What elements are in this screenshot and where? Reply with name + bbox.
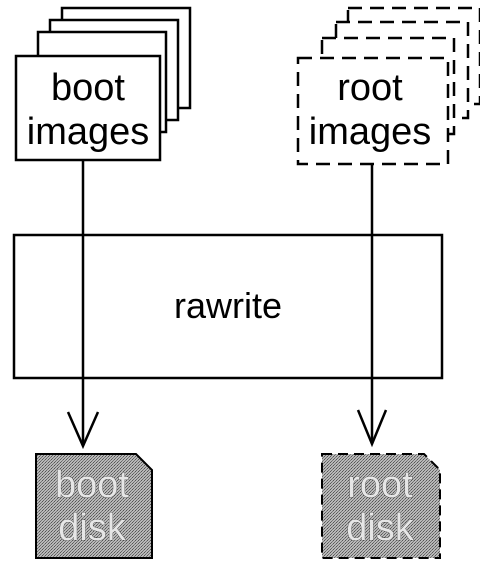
rawrite-label: rawrite [174, 285, 282, 326]
root-arrow-head [356, 409, 388, 448]
rawrite-process-box [12, 233, 444, 380]
boot-images-label-line1: boot [51, 67, 125, 109]
root-disk [321, 453, 441, 559]
boot-image-page-1 [14, 54, 162, 162]
root-disk-label-line2: disk [346, 507, 415, 549]
boot-images-stack [14, 6, 192, 162]
root-image-page-1 [296, 56, 450, 166]
boot-arrow [66, 160, 100, 450]
root-images-label-line2: images [309, 111, 432, 153]
root-arrow [356, 164, 388, 448]
root-images-label-line1: root [337, 67, 403, 109]
boot-disk-label-line2: disk [58, 507, 127, 549]
root-images-stack [296, 6, 480, 166]
root-disk-label-line1: root [347, 464, 413, 506]
boot-arrow-head [66, 411, 100, 450]
boot-disk [35, 453, 153, 559]
boot-images-label-line2: images [27, 111, 150, 153]
boot-disk-label-line1: boot [55, 464, 129, 506]
